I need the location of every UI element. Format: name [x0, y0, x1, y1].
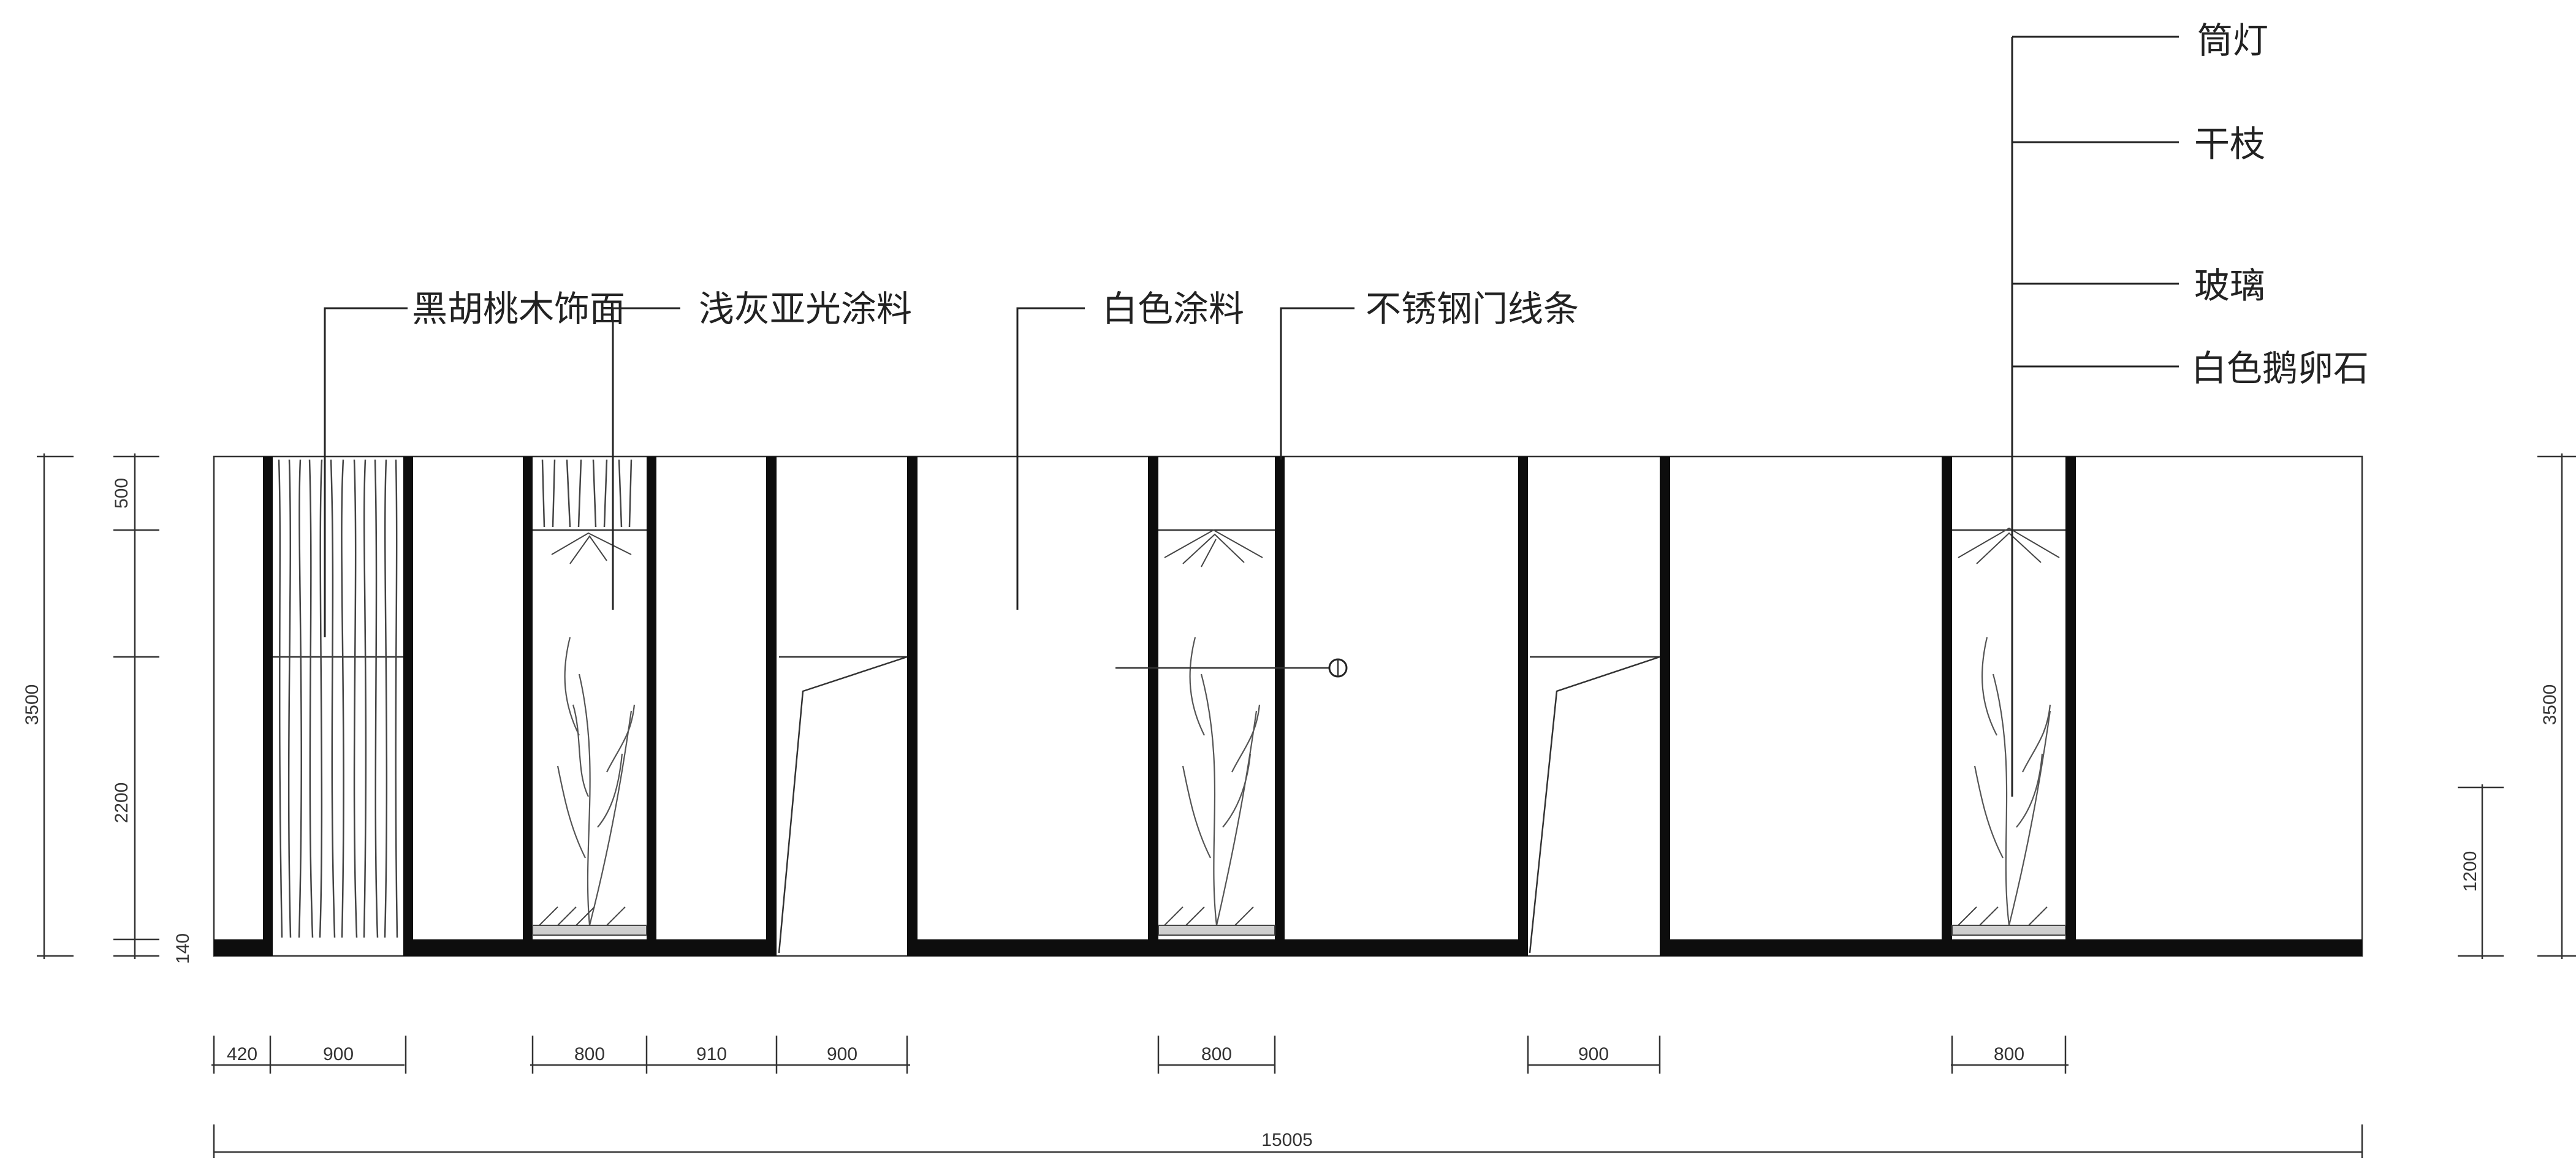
- callout-light-grey-matte: 浅灰亚光涂料: [699, 288, 912, 330]
- dim-right: 1200: [2460, 851, 2480, 892]
- dim-left-1: 500: [112, 478, 132, 509]
- dim-bottom-8: 800: [1994, 1044, 2024, 1064]
- door-swings: [778, 656, 1660, 953]
- dim-bottom-6: 800: [1201, 1044, 1232, 1064]
- dim-left-3: 140: [173, 933, 193, 964]
- callout-white-pebbles: 白色鹅卵石: [2191, 347, 2369, 389]
- dim-bottom-3: 800: [574, 1044, 605, 1064]
- dim-bottom-2: 900: [323, 1044, 354, 1064]
- dim-left-2: 2200: [112, 783, 132, 824]
- right-dimension-chain: [2458, 453, 2576, 959]
- dim-bottom-7: 900: [1578, 1044, 1609, 1064]
- switch-symbol: [1115, 658, 1348, 678]
- wall-outline: [213, 455, 2363, 957]
- bottom-dimension-chain: [211, 1036, 2069, 1074]
- callout-black-walnut: 黑胡桃木饰面: [412, 288, 625, 330]
- dim-total: 15005: [1261, 1130, 1312, 1150]
- dim-bottom-1: 420: [227, 1044, 257, 1064]
- callout-glass: 玻璃: [2194, 265, 2265, 306]
- frame-posts: [263, 457, 2076, 956]
- callout-stainless-door-trim: 不锈钢门线条: [1366, 288, 1579, 330]
- overall-dimension: [213, 1124, 2363, 1158]
- display-niche-3: [1951, 527, 2066, 936]
- dim-bottom-4: 910: [696, 1044, 727, 1064]
- dim-left-total: 3500: [22, 684, 42, 726]
- skirting-band: [214, 939, 2362, 956]
- walnut-panel: [273, 459, 403, 938]
- callout-downlight: 筒灯: [2197, 20, 2268, 61]
- dim-right-total: 3500: [2540, 684, 2560, 726]
- left-dimension-chain: [37, 453, 159, 959]
- display-niche-2: [1158, 529, 1275, 936]
- callout-dry-branches: 干枝: [2194, 123, 2265, 165]
- callout-white-paint: 白色涂料: [1102, 288, 1244, 330]
- leader-lines: [324, 36, 2179, 797]
- dim-bottom-5: 900: [827, 1044, 857, 1064]
- display-niche-1: [532, 459, 647, 936]
